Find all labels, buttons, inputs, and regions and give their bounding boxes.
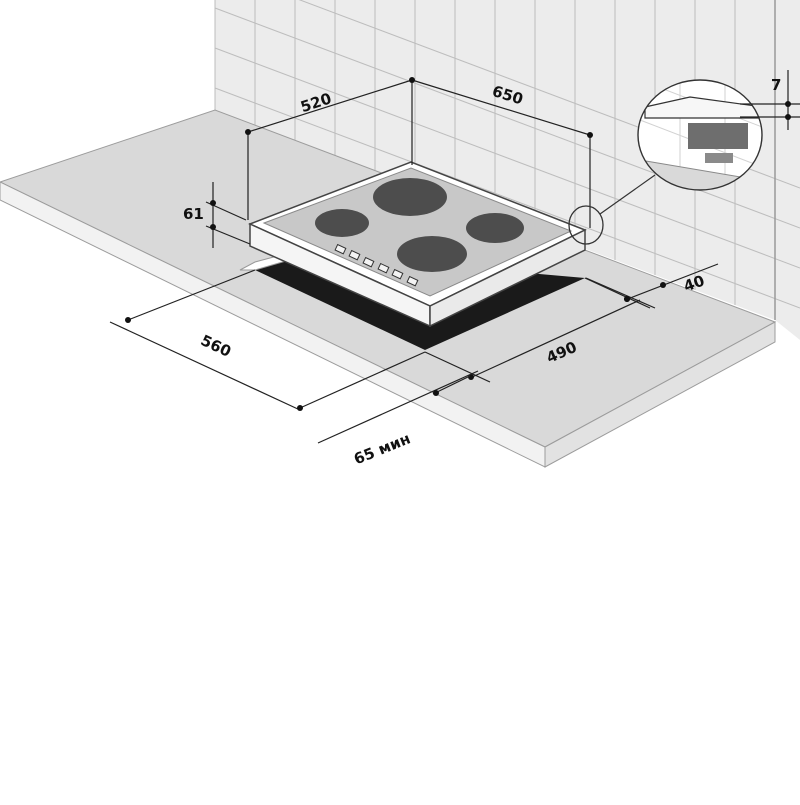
dimension-label-560: 560 [198,331,234,361]
detail-callout [568,174,656,245]
control-knobs [334,243,419,287]
height-dimension: 61 [183,182,251,248]
burner-front-left-icon [315,209,369,237]
control-knob-icon [377,262,390,274]
control-knob-icon [391,268,404,280]
burner-back-left-icon [373,178,447,216]
detail-magnifier [637,79,763,191]
overall-dimension-frame: 520 650 [245,77,593,228]
hob [248,161,587,328]
dimension-label-61: 61 [183,205,204,223]
dimension-label-7: 7 [771,76,781,94]
control-knob-icon [334,243,347,255]
dimension-label-65-min: 65 мин [351,429,413,468]
burner-front-right-icon [397,236,467,272]
detail-dimension-7: 7 [740,70,800,130]
burner-back-right-icon [466,213,524,243]
control-knob-icon [362,256,375,268]
control-knob-icon [348,249,361,261]
hob-glass-surface [262,167,573,297]
control-knob-icon [406,275,419,287]
